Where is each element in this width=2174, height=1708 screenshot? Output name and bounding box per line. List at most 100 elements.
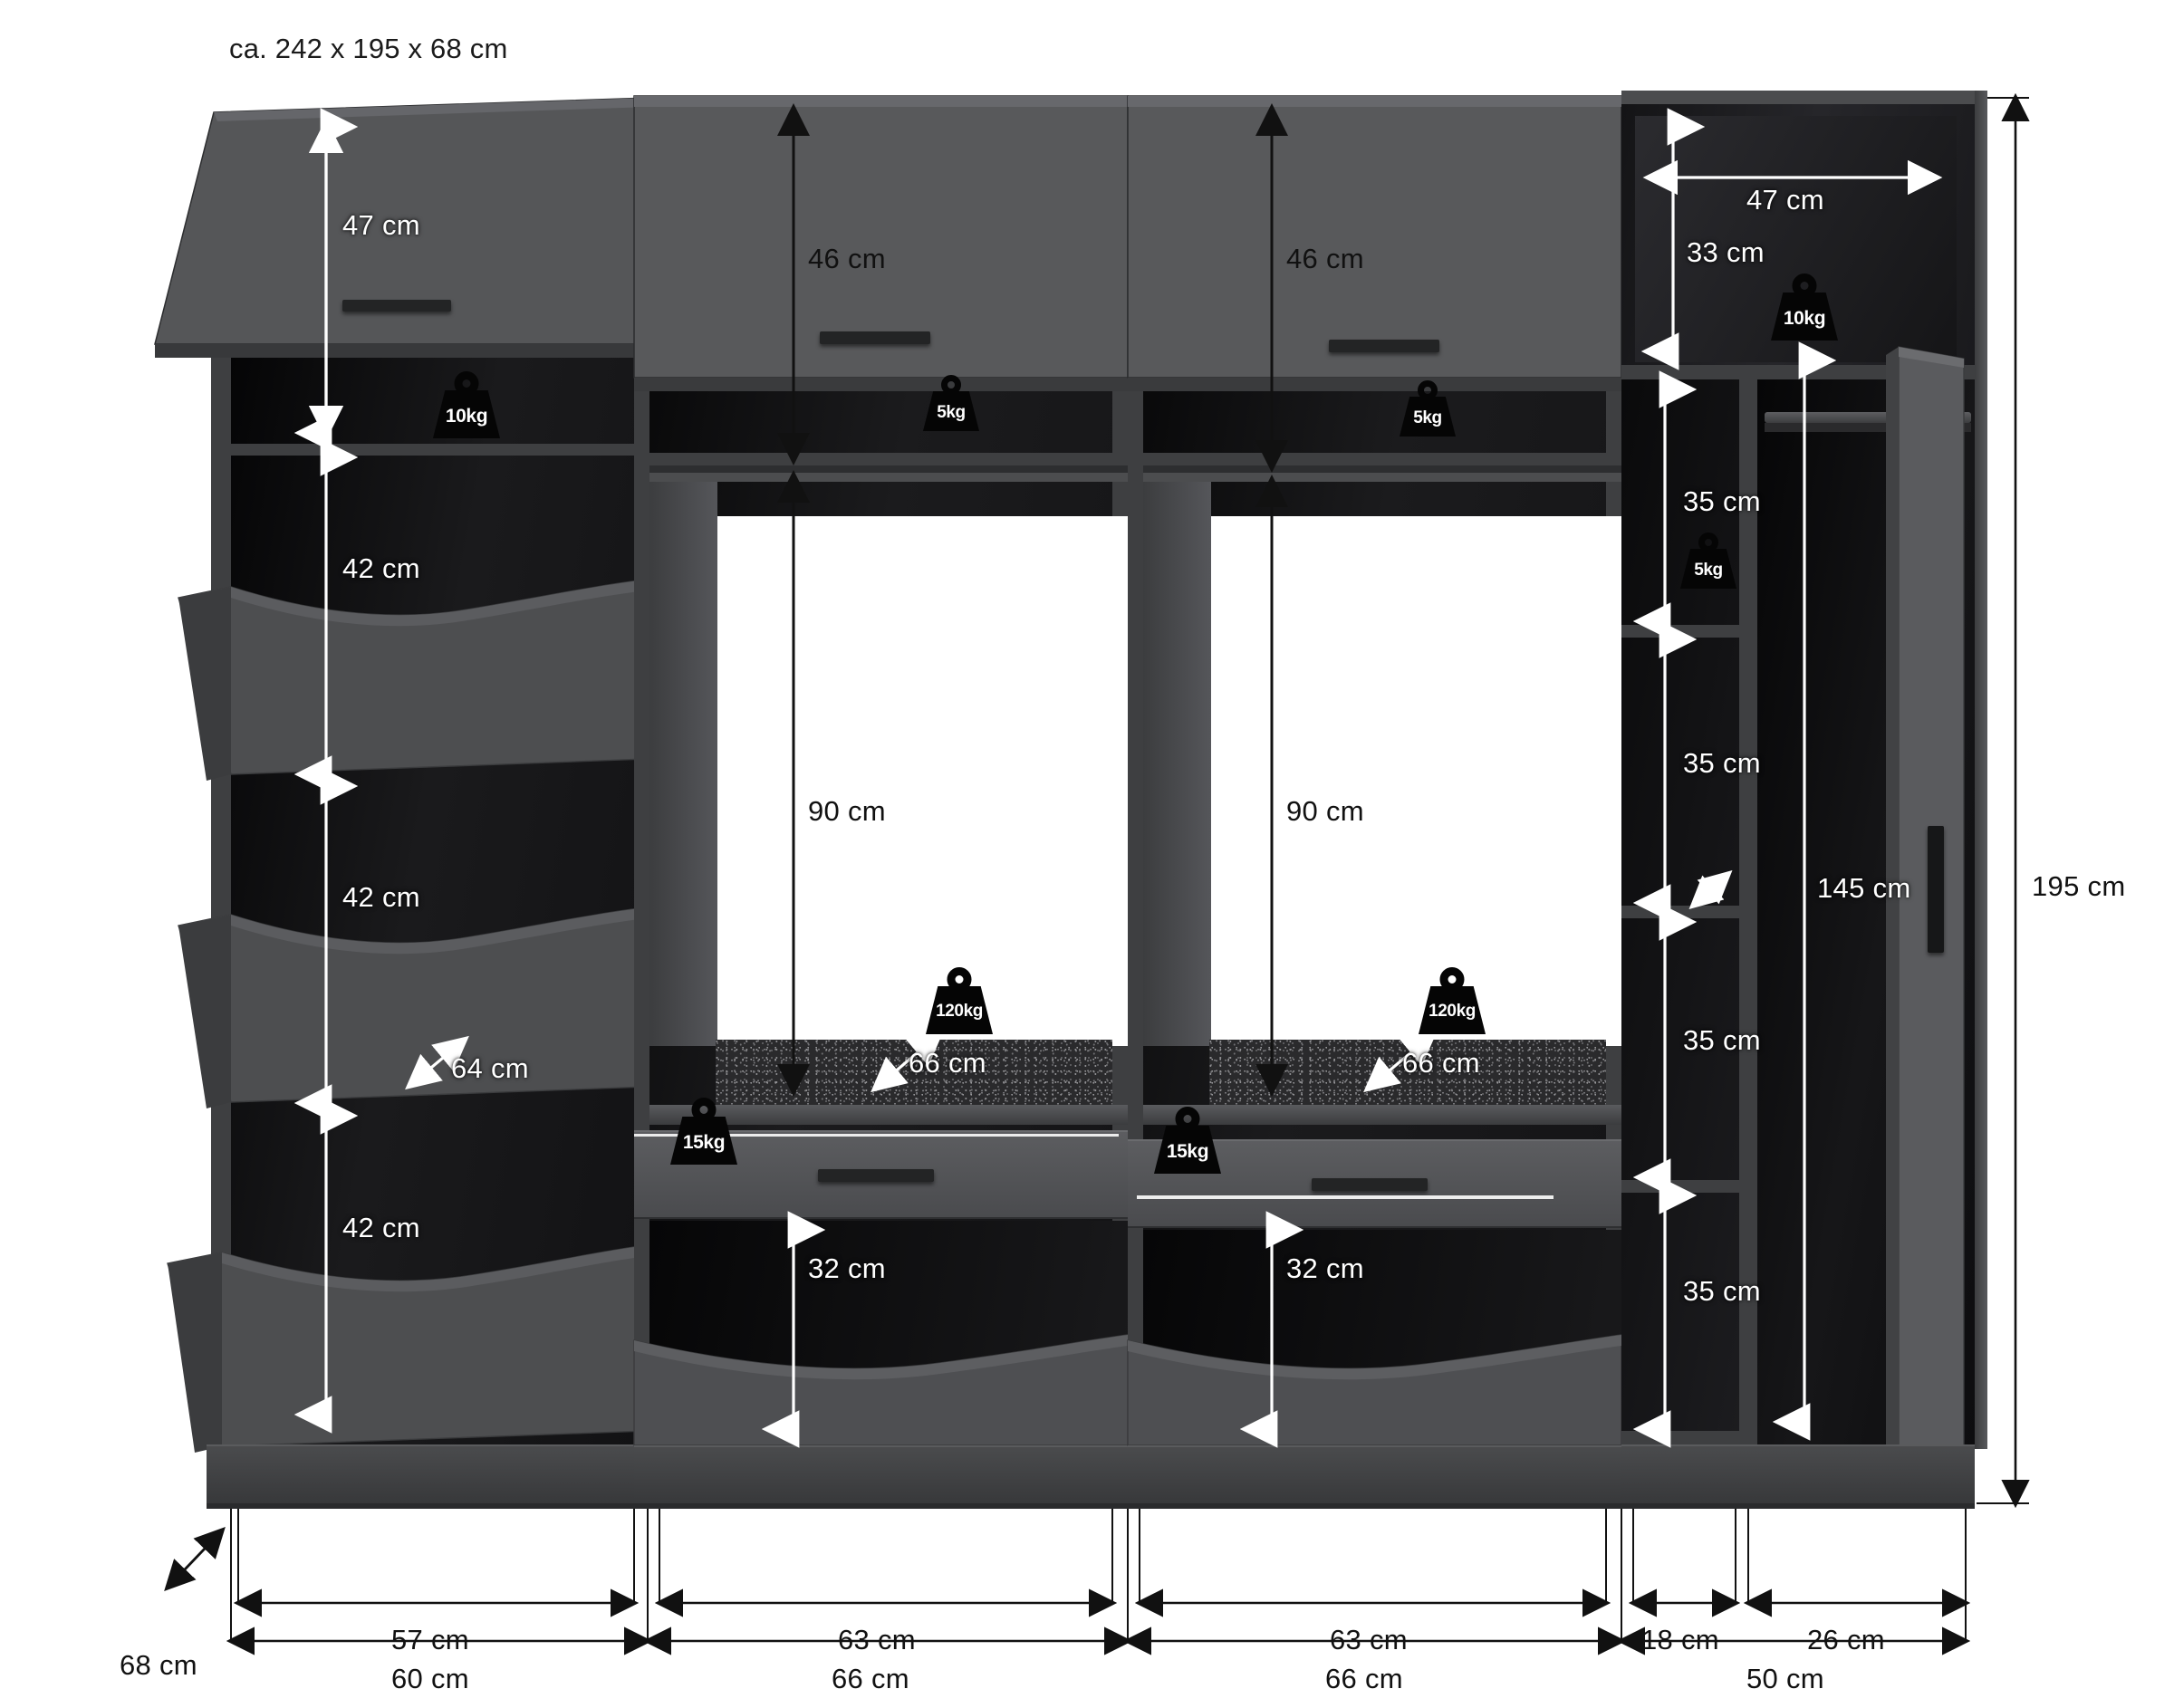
dim-mid1-inner-width: 63 cm (838, 1624, 916, 1655)
dim-mid1-outer-width: 66 cm (832, 1663, 909, 1694)
dim-mid2-seat-depth: 66 cm (1402, 1047, 1480, 1079)
load-label: 120kg (936, 1002, 983, 1021)
mid2-plinth (1128, 1445, 1621, 1509)
base-shadow-strip (207, 1503, 1975, 1509)
dim-mid2-opening: 90 cm (1286, 795, 1364, 827)
right-outer-side-panel (1975, 91, 1987, 1449)
right-plinth (1621, 1444, 1975, 1508)
load-badge-mid1-top: 5kg (923, 375, 979, 431)
load-badge-mid2-drawer: 15kg (1154, 1107, 1221, 1174)
mid2-upper-door-handle[interactable] (1329, 340, 1439, 352)
dim-right-wardrobe-height: 145 cm (1817, 872, 1911, 904)
weight-body-icon (1154, 1126, 1221, 1174)
weight-body-icon (670, 1117, 737, 1165)
mid1-plinth (634, 1445, 1128, 1509)
load-label: 10kg (445, 406, 488, 427)
mid2-shelf-lip (1143, 465, 1621, 473)
left-shelf-divider-1 (231, 444, 648, 456)
dim-left-shelf-3: 42 cm (342, 1212, 420, 1243)
dim-right-shelf-4: 35 cm (1683, 1275, 1761, 1307)
load-label: 15kg (1166, 1141, 1209, 1162)
load-badge-left-top: 10kg (433, 371, 500, 438)
mid2-niche-left-wall (1143, 480, 1211, 1046)
dim-right-shelf-2: 35 cm (1683, 747, 1761, 779)
mid1-drawer-handle[interactable] (818, 1169, 934, 1182)
dim-mid2-upper-door: 46 cm (1286, 243, 1364, 274)
weight-body-icon (1400, 397, 1456, 437)
mid2-niche-top-edge (1143, 473, 1621, 482)
load-badge-right-shelf: 5kg (1680, 533, 1736, 589)
dim-right-shelf-3: 35 cm (1683, 1024, 1761, 1056)
dim-mid1-opening: 90 cm (808, 795, 886, 827)
load-label: 15kg (682, 1132, 726, 1153)
load-label: 5kg (1413, 408, 1442, 427)
weight-body-icon (433, 390, 500, 438)
dim-mid2-bottom-drawer: 32 cm (1286, 1252, 1364, 1284)
load-badge-mid2-seat: 120kg (1419, 967, 1486, 1034)
left-side-panel (211, 358, 231, 1444)
mid2-left-divider (1128, 367, 1143, 1444)
load-badge-mid2-top: 5kg (1400, 380, 1456, 437)
dim-right-top-height: 33 cm (1687, 236, 1765, 268)
dim-right-shelf-width: 18 cm (1641, 1624, 1719, 1655)
mid1-niche-left-wall (649, 480, 717, 1046)
mid2-drawer-handle[interactable] (1312, 1178, 1428, 1191)
dim-right-wardrobe-width: 26 cm (1807, 1624, 1885, 1655)
dim-mid1-seat-depth: 66 cm (909, 1047, 986, 1079)
load-badge-right-top: 10kg (1771, 273, 1838, 341)
dim-mid2-inner-width: 63 cm (1330, 1624, 1408, 1655)
mid1-shelf-upper (649, 453, 1128, 465)
mid1-upper-door-handle[interactable] (820, 331, 930, 344)
load-label: 5kg (937, 403, 966, 422)
dim-mid2-outer-width: 66 cm (1325, 1663, 1403, 1694)
right-shelf-sep-4 (1621, 1431, 1739, 1444)
mid2-drawer-bottom-highlight (1137, 1195, 1554, 1199)
right-shelf-sep-3 (1621, 1180, 1739, 1193)
right-shelf-sep-1 (1621, 625, 1739, 638)
mid2-shelf-upper (1143, 453, 1621, 465)
right-wardrobe-door-handle[interactable] (1928, 826, 1944, 953)
load-label: 10kg (1783, 308, 1826, 329)
weight-body-icon (1680, 549, 1736, 589)
right-wardrobe-rail-shadow (1765, 423, 1971, 432)
dim-right-top-width: 47 cm (1746, 184, 1824, 216)
mid2-lower-cavity (1143, 1230, 1621, 1384)
mid2-open-niche (1209, 516, 1621, 1046)
dim-mid1-bottom-drawer: 32 cm (808, 1252, 886, 1284)
mid1-open-niche (716, 516, 1128, 1046)
dim-left-inner-width: 57 cm (391, 1624, 469, 1655)
mid1-drawer-top-highlight (634, 1134, 1119, 1137)
dim-overall-depth: 68 cm (120, 1649, 197, 1681)
load-badge-mid1-drawer: 15kg (670, 1098, 737, 1165)
left-body-cavity (231, 358, 648, 1444)
dim-right-shelf-1: 35 cm (1683, 485, 1761, 517)
load-label: 120kg (1428, 1002, 1476, 1021)
load-label: 5kg (1694, 561, 1723, 580)
right-top-shelf-base (1621, 365, 1975, 379)
mid1-shelf-lip (649, 465, 1128, 473)
dim-left-shelf-1: 42 cm (342, 552, 420, 584)
right-top-cap (1621, 91, 1975, 104)
dim-left-door-height: 47 cm (342, 209, 420, 241)
dim-left-outer-width: 60 cm (391, 1663, 469, 1694)
mid2-seat-frame (1143, 1105, 1621, 1125)
dim-mid1-upper-door: 46 cm (808, 243, 886, 274)
mid1-left-divider (634, 367, 649, 1444)
weight-body-icon (926, 986, 993, 1034)
dim-overall-height: 195 cm (2032, 870, 2126, 902)
left-top-door-handle[interactable] (342, 300, 451, 312)
mid1-lower-cavity (649, 1221, 1128, 1384)
mid1-seat-frame (649, 1105, 1128, 1125)
right-wardrobe-rail (1765, 412, 1971, 423)
dim-left-shelf-2: 42 cm (342, 881, 420, 913)
load-badge-mid1-seat: 120kg (926, 967, 993, 1034)
right-mid-divider (1739, 365, 1757, 1444)
weight-body-icon (1419, 986, 1486, 1034)
weight-body-icon (1771, 293, 1838, 341)
left-plinth (207, 1444, 648, 1508)
mid1-niche-top-edge (649, 473, 1128, 482)
weight-body-icon (923, 391, 979, 431)
dim-right-outer-width: 50 cm (1746, 1663, 1824, 1694)
right-shelf-sep-2 (1621, 906, 1739, 918)
